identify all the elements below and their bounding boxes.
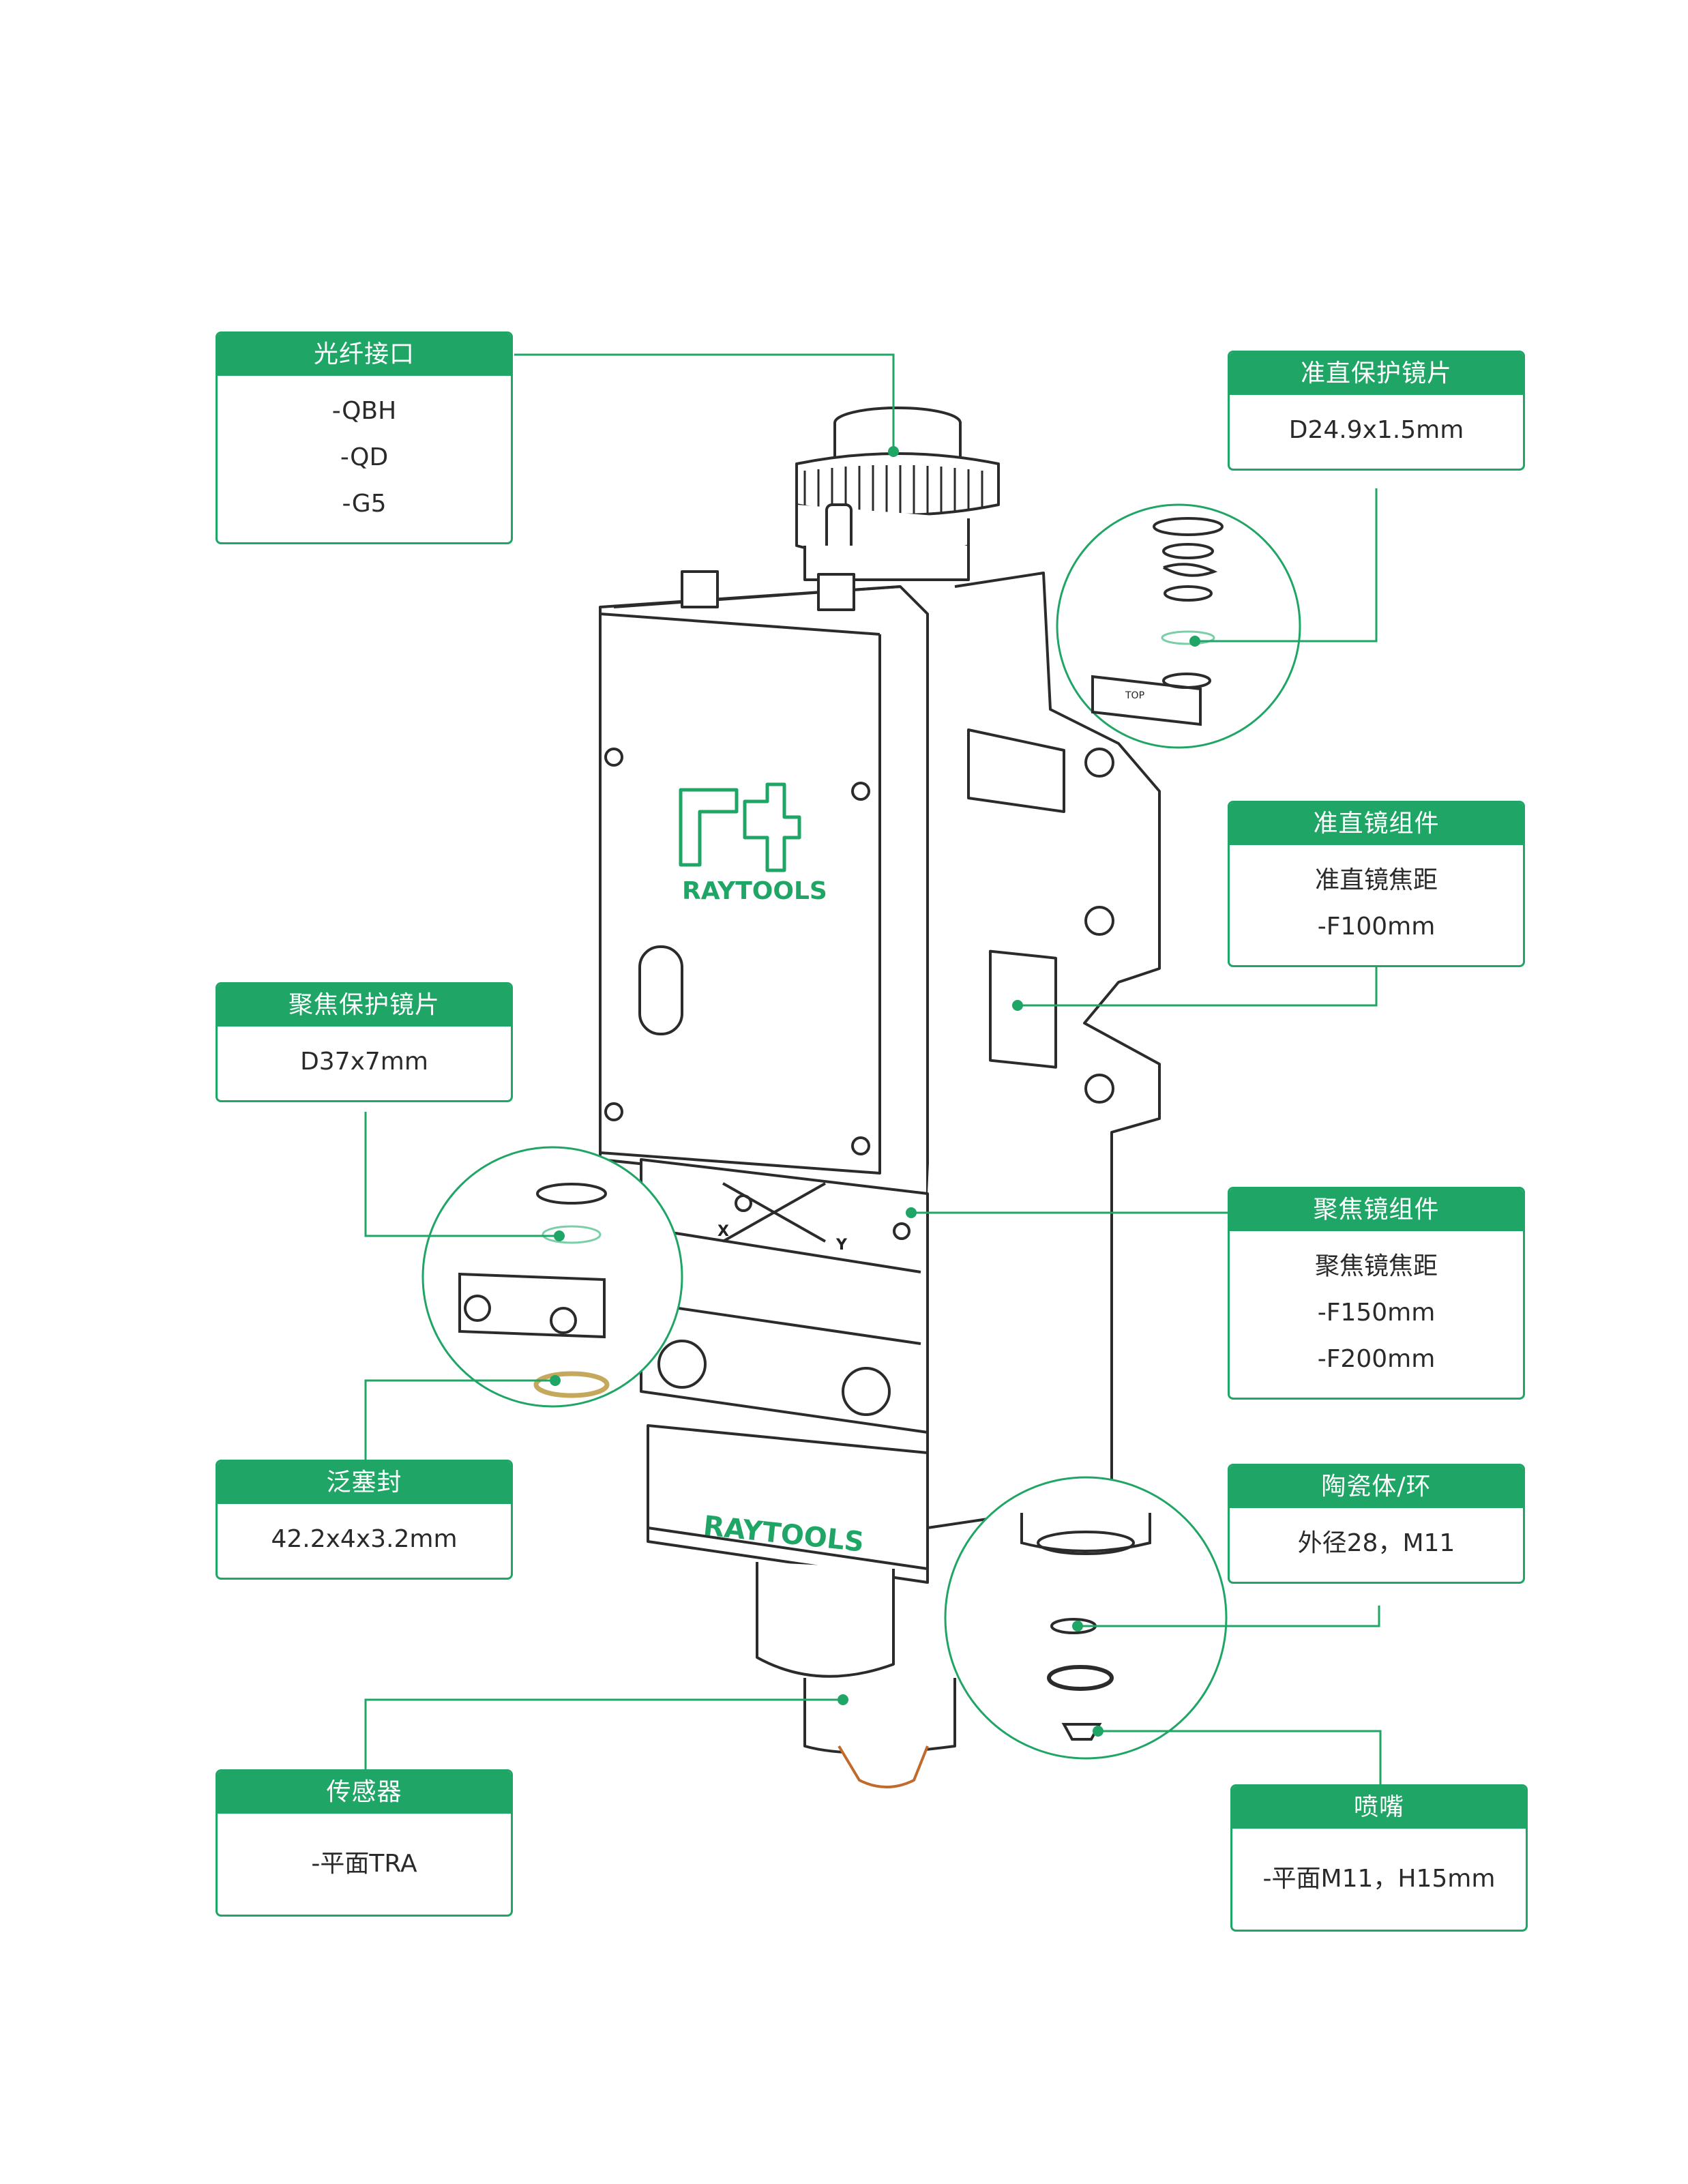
callout-line: 聚焦镜焦距: [1314, 1252, 1438, 1280]
callout-title: 陶瓷体/环: [1230, 1466, 1523, 1508]
callout-ceramic: 陶瓷体/环 外径28，M11: [1228, 1464, 1525, 1584]
focus-module-drawing: [640, 1158, 929, 1584]
fiber-connector-drawing: [795, 407, 1000, 581]
callout-line: -G5: [342, 490, 387, 518]
leader-dots: [550, 446, 1200, 1737]
callout-collimator-assembly: 准直镜组件 准直镜焦距 -F100mm: [1228, 801, 1525, 967]
callout-title: 光纤接口: [218, 334, 511, 376]
callout-fiber-interface: 光纤接口 -QBH -QD -G5: [216, 331, 513, 544]
leader-lines: [364, 353, 1382, 1786]
box-logo-text: RAYTOOLS: [682, 877, 827, 905]
callout-line: D37x7mm: [300, 1048, 428, 1076]
axis-x-label: X: [717, 1223, 729, 1240]
axis-y-label: Y: [835, 1237, 848, 1254]
callout-title: 传感器: [218, 1771, 511, 1814]
callout-line: -QBH: [331, 397, 397, 425]
callout-focus-assembly: 聚焦镜组件 聚焦镜焦距 -F150mm -F200mm: [1228, 1187, 1525, 1400]
nozzle-zoom-circle: [944, 1476, 1228, 1760]
collimator-exploded-parts: TOP: [1091, 517, 1224, 726]
callout-title: 喷嘴: [1232, 1786, 1526, 1829]
nozzle-exploded-parts: [1020, 1513, 1151, 1741]
callout-focus-protective-lens: 聚焦保护镜片 D37x7mm: [216, 982, 513, 1102]
callout-line: -QD: [340, 443, 389, 471]
focus-exploded-parts: [458, 1183, 610, 1398]
callout-line: -F100mm: [1317, 913, 1436, 941]
collimator-body-drawing: [926, 572, 1161, 1529]
callout-line: 准直镜焦距: [1314, 866, 1438, 894]
callout-spring-seal: 泛塞封 42.2x4x3.2mm: [216, 1460, 513, 1580]
callout-nozzle: 喷嘴 -平面M11，H15mm: [1230, 1784, 1528, 1932]
brand-mark-icon: [679, 782, 801, 872]
callout-collimator-protective-lens: 准直保护镜片 D24.9x1.5mm: [1228, 351, 1525, 471]
callout-title: 聚焦镜组件: [1230, 1189, 1523, 1231]
control-box-drawing: [599, 570, 929, 1195]
callout-title: 泛塞封: [218, 1462, 511, 1504]
callout-line: -F150mm: [1317, 1299, 1436, 1327]
lens-holder-mark: TOP: [1125, 690, 1144, 701]
callout-sensor: 传感器 -平面TRA: [216, 1769, 513, 1917]
callout-line: -F200mm: [1317, 1345, 1436, 1373]
callout-title: 准直镜组件: [1230, 803, 1523, 845]
callout-line: -平面TRA: [311, 1850, 417, 1878]
callout-title: 聚焦保护镜片: [218, 984, 511, 1027]
sensor-drawing: [756, 1562, 956, 1788]
callout-line: 42.2x4x3.2mm: [271, 1525, 458, 1553]
callout-title: 准直保护镜片: [1230, 353, 1523, 395]
callout-line: 外径28，M11: [1297, 1529, 1455, 1557]
callout-line: -平面M11，H15mm: [1262, 1865, 1496, 1893]
callout-line: D24.9x1.5mm: [1288, 416, 1464, 444]
